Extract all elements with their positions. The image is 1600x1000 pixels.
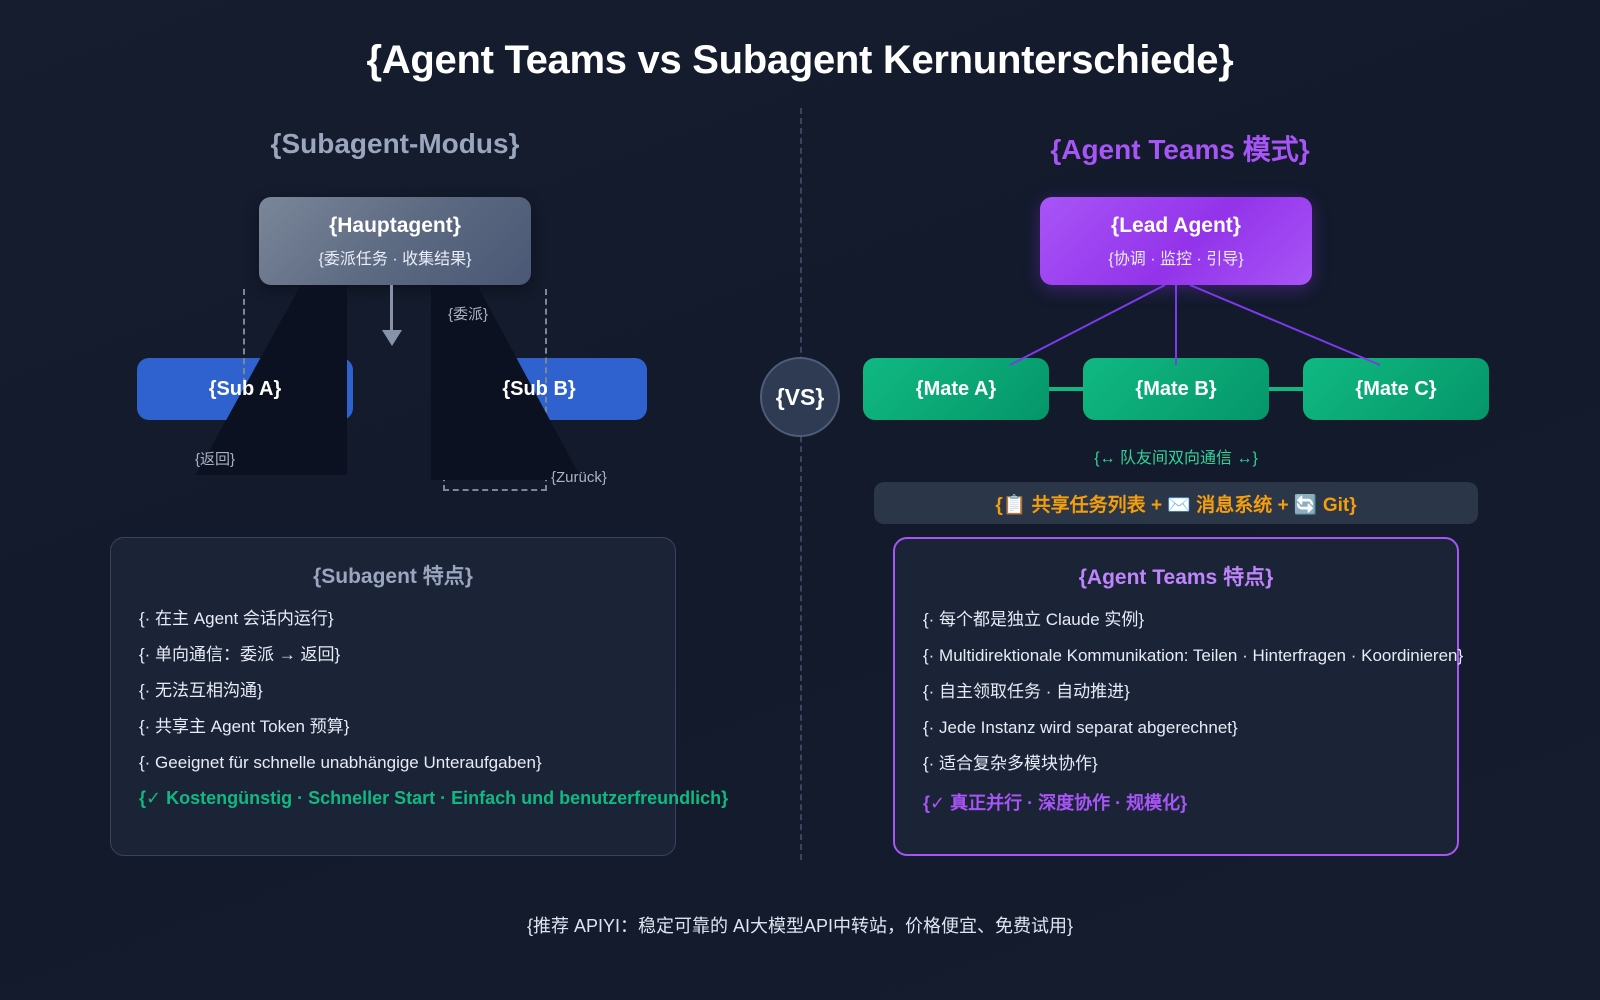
subagent-panel-title: {Subagent 特点} [313,565,473,588]
list-item: {· 每个都是独立 Claude 实例} [923,610,1145,629]
list-item: {· 单向通信：委派 → 返回} [139,645,341,665]
main-agent-title: {Hauptagent} [329,214,461,238]
agent-teams-feature-panel: {Agent Teams 特点} {· 每个都是独立 Claude 实例} {·… [893,537,1464,856]
page-title: {Agent Teams vs Subagent Kernunterschied… [366,38,1234,82]
list-item: {· 适合复杂多模块协作} [923,754,1098,774]
subagent-summary: {✓ Kostengünstig · Schneller Start · Ein… [139,788,729,809]
center-divider [800,108,802,860]
list-item: {· Multidirektionale Kommunikation: Teil… [923,646,1464,666]
list-item: {· 自主领取任务 · 自动推进} [923,682,1130,702]
mate-a-node[interactable]: {Mate A} [863,358,1049,420]
mate-link-b-c [1269,387,1304,391]
bidirectional-comm-label: {↔ 队友间双向通信 ↔} [1094,450,1258,467]
list-item: {· Jede Instanz wird separat abgerechnet… [923,718,1238,738]
right-column-heading: {Agent Teams 模式} [1050,134,1310,165]
lead-agent-subtitle: {协调 · 监控 · 引导} [1108,250,1244,268]
vs-badge: {VS} [760,357,840,437]
mate-a-label: {Mate A} [915,378,997,400]
sub-agent-a-label: {Sub A} [208,378,282,400]
sub-agent-b-label: {Sub B} [502,378,576,400]
list-item: {· 无法互相沟通} [139,681,263,701]
agent-teams-summary: {✓ 真正并行 · 深度协作 · 规模化} [923,793,1188,814]
list-item: {· Geeignet für schnelle unabhängige Unt… [139,753,542,773]
delegate-label: {委派} [448,306,489,323]
main-agent-subtitle: {委派任务 · 收集结果} [318,250,472,268]
return-label-de: {Zurück} [551,469,607,486]
mate-c-label: {Mate C} [1355,378,1437,400]
lead-agent-node[interactable]: {Lead Agent} {协调 · 监控 · 引导} [1040,197,1312,285]
mate-c-node[interactable]: {Mate C} [1303,358,1489,420]
mate-link-a-b [1049,387,1084,391]
shared-tools-bar: {📋 共享任务列表 + ✉️ 消息系统 + 🔄 Git} [874,482,1478,524]
list-item: {· 共享主 Agent Token 预算} [139,717,350,737]
main-agent-node[interactable]: {Hauptagent} {委派任务 · 收集结果} [259,197,531,285]
mate-b-node[interactable]: {Mate B} [1083,358,1269,420]
lead-to-mates-connectors [1009,284,1381,366]
subagent-feature-panel: {Subagent 特点} {· 在主 Agent 会话内运行} {· 单向通信… [110,537,729,856]
delegate-arrow-line [390,285,393,333]
return-label-cn: {返回} [195,451,236,468]
agent-teams-panel-title: {Agent Teams 特点} [1078,566,1274,589]
mate-b-label: {Mate B} [1135,378,1217,400]
left-column-heading: {Subagent-Modus} [270,128,520,159]
delegate-arrow-icon [382,330,402,346]
lead-agent-title: {Lead Agent} [1111,214,1241,238]
list-item: {· 在主 Agent 会话内运行} [139,609,334,628]
footer-note: {推荐 APIYI：稳定可靠的 AI大模型API中转站，价格便宜、免费试用} [526,916,1074,936]
